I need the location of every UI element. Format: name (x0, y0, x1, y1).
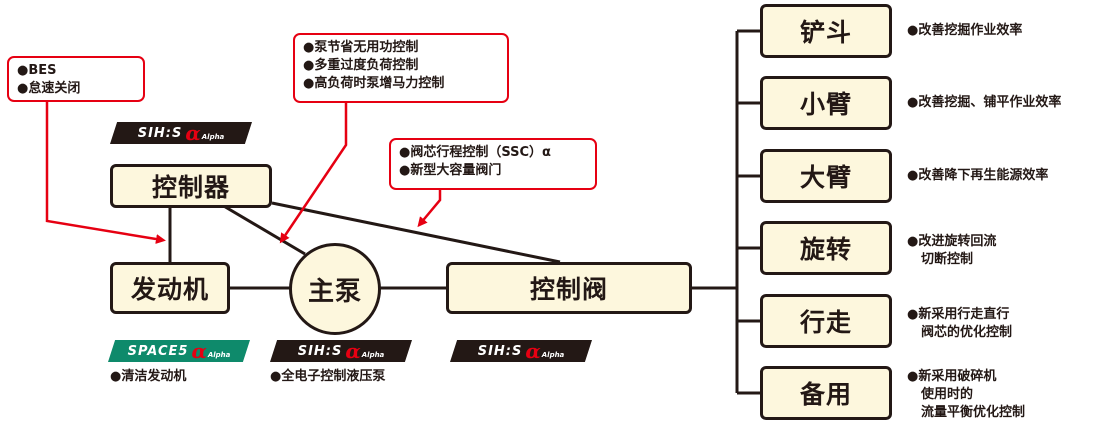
main-pump-circle: 主泵 (289, 243, 381, 335)
travel-box: 行走 (760, 294, 892, 348)
wire-controller-valve (271, 201, 561, 264)
engine-badge-caption: ●清洁发动机 (110, 369, 187, 384)
spare-note: ●新采用破碎机 使用时的 流量平衡优化控制 (907, 369, 1026, 420)
bucket-note: ●改善挖掘作业效率 (907, 23, 1023, 38)
arrow-engine-callout (45, 101, 166, 244)
pump-callout: ●泵节省无用功控制 ●多重过度负荷控制 ●高负荷时泵增马力控制 (293, 33, 509, 103)
sihs-logo: SIH:S (477, 343, 523, 359)
alpha-word: Alpha (201, 133, 225, 141)
controller-box: 控制器 (110, 164, 272, 208)
callout-line: ●多重过度负荷控制 (303, 58, 419, 73)
control-valve-box: 控制阀 (446, 262, 692, 314)
sihs-alpha-badge-valve: SIH:S α Alpha (450, 340, 592, 362)
boom-box: 大臂 (760, 149, 892, 203)
arm-box: 小臂 (760, 76, 892, 130)
arrow-valve-callout (417, 190, 442, 228)
callout-line: ●泵节省无用功控制 (303, 40, 419, 55)
pump-badge-caption: ●全电子控制液压泵 (270, 369, 386, 384)
callout-line: ●高负荷时泵增马力控制 (303, 76, 445, 91)
sihs-alpha-badge: SIH:S α Alpha (110, 122, 252, 144)
boom-note: ●改善降下再生能源效率 (907, 168, 1049, 183)
arm-note: ●改善挖掘、铺平作业效率 (907, 95, 1062, 110)
alpha-symbol: α (185, 121, 201, 145)
alpha-word: Alpha (361, 351, 385, 359)
space5-logo: SPACE5 (127, 343, 189, 359)
callout-line: ●BES (17, 63, 57, 78)
spare-box: 备用 (760, 366, 892, 420)
sihs-alpha-badge-pump: SIH:S α Alpha (270, 340, 412, 362)
swing-box: 旋转 (760, 221, 892, 275)
swing-note: ●改进旋转回流 切断控制 (907, 234, 997, 267)
bucket-box: 铲斗 (760, 4, 892, 58)
sihs-logo: SIH:S (297, 343, 343, 359)
callout-line: ●怠速关闭 (17, 81, 81, 96)
arrow-pump-callout (279, 103, 348, 244)
alpha-symbol: α (525, 339, 541, 363)
wire-controller-pump (221, 203, 306, 256)
sihs-logo: SIH:S (137, 125, 183, 141)
travel-note: ●新采用行走直行 阀芯的优化控制 (907, 307, 1013, 340)
callout-line: ●新型大容量阀门 (399, 163, 502, 178)
alpha-word: Alpha (207, 351, 231, 359)
space5-alpha-badge: SPACE5 α Alpha (108, 340, 250, 362)
callout-line: ●阀芯行程控制（SSC）α (399, 145, 551, 160)
engine-callout: ●BES ●怠速关闭 (7, 56, 145, 102)
valve-callout: ●阀芯行程控制（SSC）α ●新型大容量阀门 (389, 138, 597, 190)
alpha-symbol: α (345, 339, 361, 363)
engine-box: 发动机 (110, 262, 230, 314)
alpha-symbol: α (191, 339, 207, 363)
alpha-word: Alpha (541, 351, 565, 359)
